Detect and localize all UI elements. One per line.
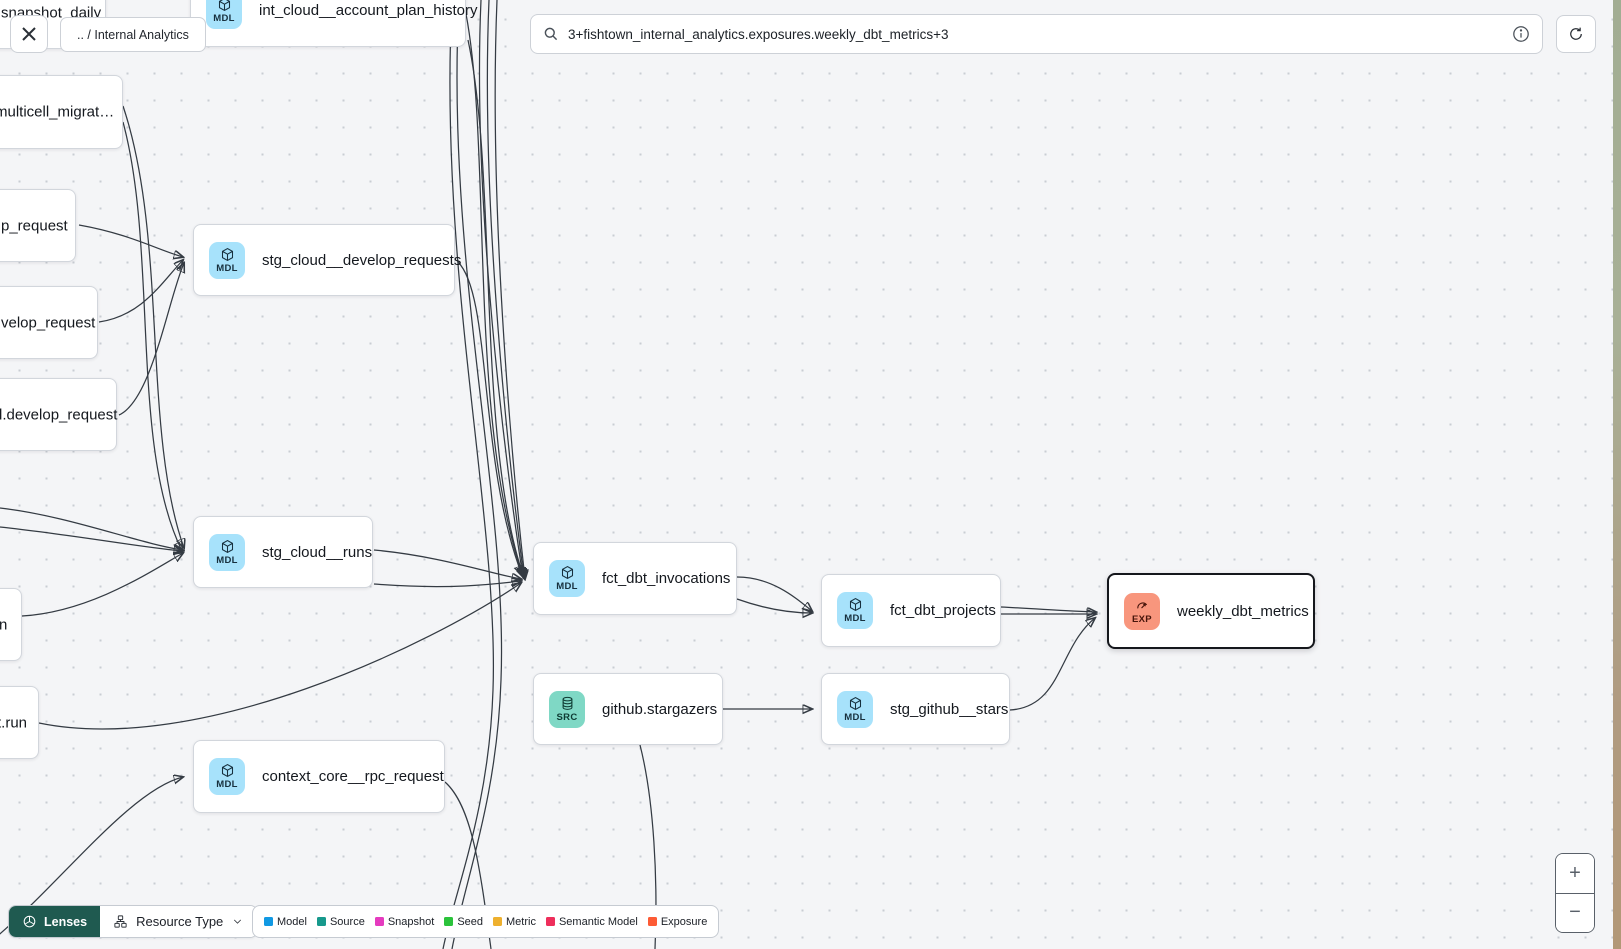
resource-type-dropdown[interactable]: Resource Type [100, 906, 258, 937]
badge-label: MDL [213, 13, 235, 25]
legend-item: Source [316, 916, 365, 928]
node-label: weekly_dbt_metrics [1177, 602, 1309, 620]
search-icon [544, 27, 558, 41]
model-badge: MDL [209, 241, 245, 279]
badge-label: MDL [216, 262, 238, 274]
node-label: stg_github__stars [890, 700, 1009, 718]
node-weekly-dbt-metrics[interactable]: EXP weekly_dbt_metrics [1107, 573, 1315, 649]
node-label: l.develop_request [0, 406, 118, 423]
info-icon[interactable] [1512, 25, 1530, 43]
legend-item: Semantic Model [545, 916, 638, 928]
source-badge: SRC [549, 690, 585, 728]
cube-icon [561, 566, 573, 580]
node-label: p_request [1, 217, 68, 234]
cube-icon [849, 598, 861, 612]
badge-label: MDL [556, 581, 578, 593]
node-stg-cloud-runs[interactable]: MDL stg_cloud__runs [193, 516, 373, 588]
node-fct-dbt-projects[interactable]: MDL fct_dbt_projects [821, 574, 1001, 647]
model-badge: MDL [206, 0, 242, 29]
model-badge: MDL [209, 758, 245, 795]
desktop-background-strip [1613, 0, 1621, 949]
node-label: velop_request [1, 314, 96, 331]
sitemap-icon [114, 915, 127, 928]
lens-icon [23, 915, 36, 928]
close-button[interactable] [10, 15, 48, 53]
legend-item: Metric [493, 916, 536, 928]
node-develop-request[interactable]: l.develop_request [0, 378, 117, 451]
badge-label: SRC [556, 711, 578, 723]
model-badge: MDL [549, 560, 585, 597]
node-multicell-migrat[interactable]: multicell_migrat… [0, 75, 123, 149]
badge-label: MDL [844, 711, 866, 723]
node-label: int_cloud__account_plan_history [259, 2, 478, 19]
legend-swatch [374, 917, 384, 926]
node-stg-github-stars[interactable]: MDL stg_github__stars [821, 673, 1010, 745]
gauge-icon [1136, 602, 1147, 609]
badge-label: EXP [1132, 613, 1152, 625]
node-label: n [0, 616, 8, 633]
legend-swatch [264, 917, 273, 926]
zoom-controls: + − [1555, 853, 1595, 933]
node-label: multicell_migrat… [0, 103, 115, 121]
node-label: stg_cloud__develop_requests [262, 251, 462, 269]
model-badge: MDL [837, 592, 873, 629]
lenses-label: Lenses [44, 914, 88, 929]
legend-item: Snapshot [374, 916, 434, 928]
refresh-button[interactable] [1556, 15, 1596, 53]
node-p-request[interactable]: p_request [0, 189, 76, 262]
refresh-icon [1570, 27, 1582, 40]
node-label: t.run [0, 714, 28, 731]
legend-swatch [316, 917, 326, 926]
node-int-cloud-account-plan-history[interactable]: MDL int_cloud__account_plan_history [190, 0, 478, 47]
node-context-core-rpc-request[interactable]: MDL context_core__rpc_request [193, 740, 445, 813]
node-label: fct_dbt_invocations [602, 570, 731, 587]
node-label: context_core__rpc_request [262, 768, 444, 785]
cube-icon [221, 764, 233, 778]
lineage-selector-bar [530, 14, 1543, 54]
cube-icon [849, 696, 861, 710]
cube-icon [221, 247, 233, 261]
legend-item: Seed [444, 916, 483, 928]
zoom-in-button[interactable]: + [1556, 854, 1594, 894]
legend-item: Model [264, 916, 307, 928]
badge-label: MDL [216, 779, 238, 791]
close-icon [22, 27, 36, 41]
cube-icon [218, 0, 230, 12]
lenses-bar: Lenses Resource Type [8, 905, 259, 938]
legend-swatch [493, 917, 503, 926]
legend-swatch [647, 917, 657, 926]
legend-swatch [545, 917, 555, 926]
resource-type-legend: Model Source Snapshot Seed Metric Semant… [252, 905, 720, 938]
model-badge: MDL [209, 533, 245, 571]
node-github-stargazers[interactable]: SRC github.stargazers [533, 673, 723, 745]
breadcrumb[interactable]: .. / Internal Analytics [60, 17, 206, 52]
legend-item: Exposure [647, 916, 707, 928]
exposure-badge: EXP [1124, 592, 1160, 630]
node-fragment-run[interactable]: t.run [0, 686, 39, 759]
cube-icon [221, 539, 233, 553]
node-fct-dbt-invocations[interactable]: MDL fct_dbt_invocations [533, 542, 737, 615]
selector-input[interactable] [568, 26, 1503, 42]
node-label: fct_dbt_projects [890, 602, 996, 619]
node-fragment-n[interactable]: n [0, 588, 22, 661]
database-icon [562, 696, 572, 710]
node-velop-request[interactable]: velop_request [0, 286, 98, 359]
node-label: github.stargazers [602, 700, 718, 718]
legend-swatch [444, 917, 454, 926]
zoom-out-button[interactable]: − [1556, 893, 1594, 932]
badge-label: MDL [844, 613, 866, 625]
chevron-down-icon [234, 919, 242, 924]
node-label: stg_cloud__runs [262, 543, 373, 561]
node-stg-cloud-develop-requests[interactable]: MDL stg_cloud__develop_requests [193, 224, 461, 296]
lenses-button[interactable]: Lenses [9, 906, 101, 937]
badge-label: MDL [216, 554, 238, 566]
resource-type-label: Resource Type [136, 914, 224, 929]
model-badge: MDL [837, 690, 873, 728]
